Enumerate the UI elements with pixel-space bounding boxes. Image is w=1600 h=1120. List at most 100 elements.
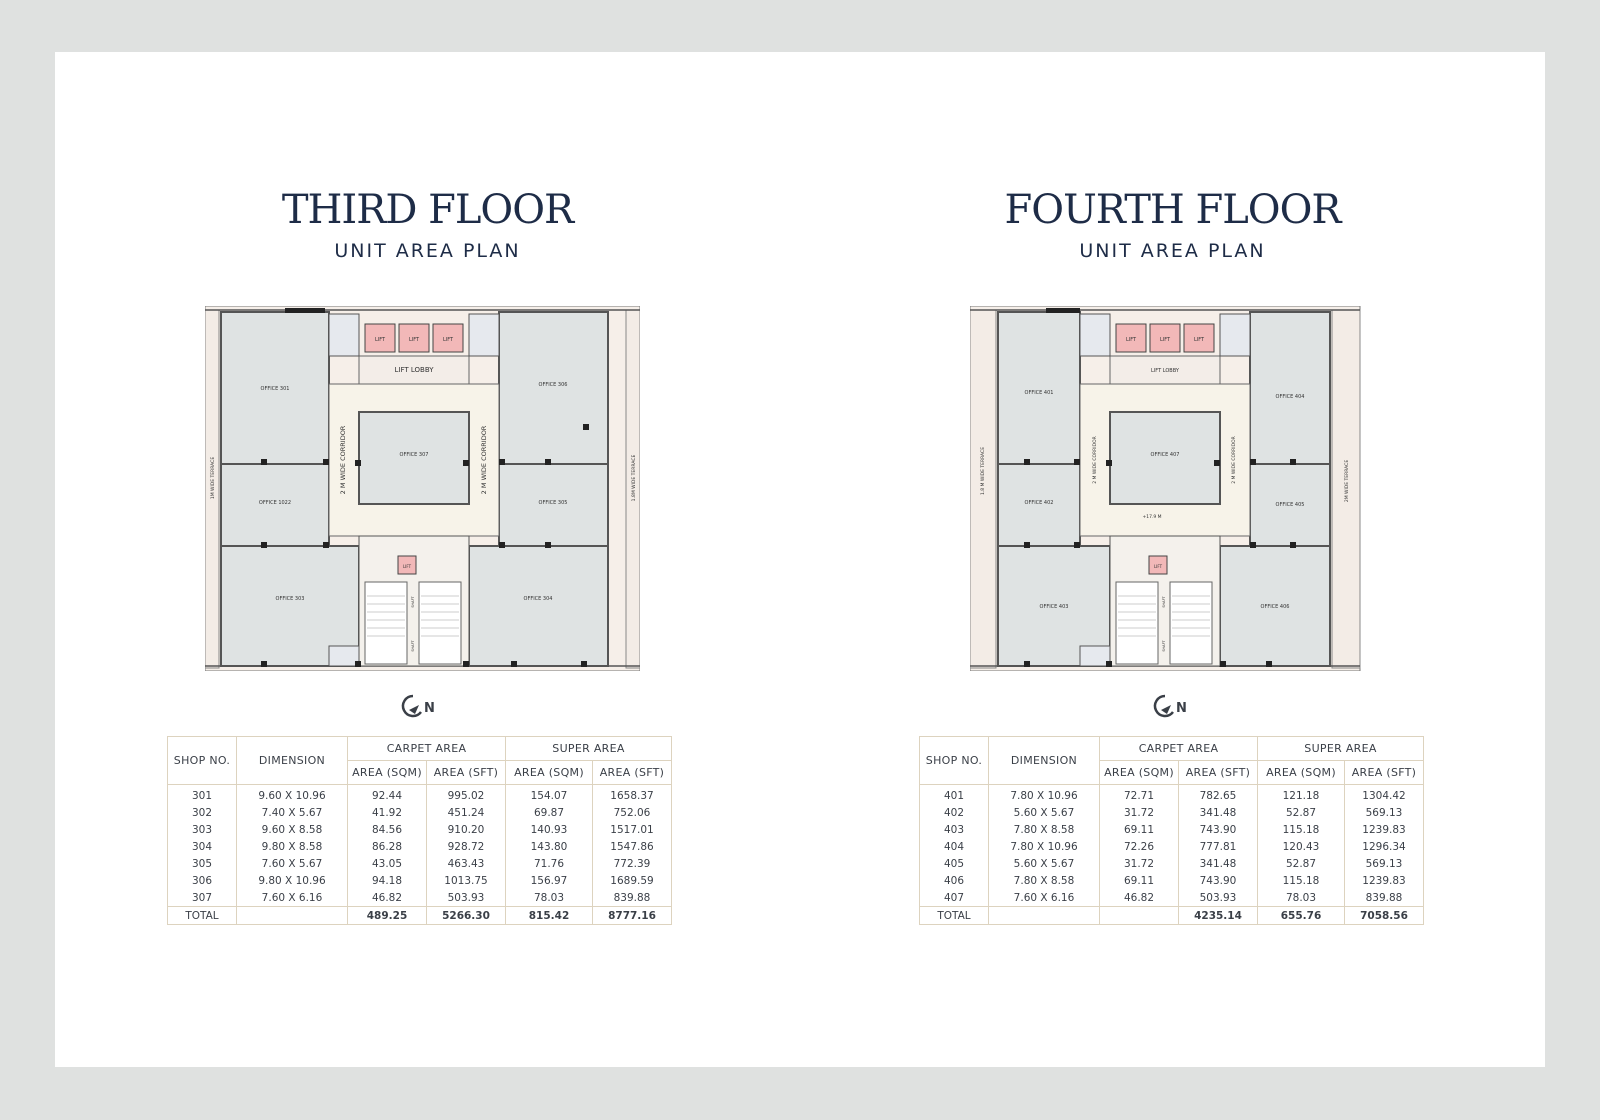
- cell: 303: [167, 821, 237, 838]
- total-label: TOTAL: [919, 906, 989, 925]
- col-super-sft: AREA (SFT): [1344, 760, 1424, 785]
- cell: 115.18: [1257, 821, 1345, 838]
- cell: 92.44: [347, 784, 427, 804]
- lift-label: LIFT: [1154, 564, 1163, 569]
- corridor-label-right: 2 M WIDE CORRIDOR: [1231, 436, 1237, 484]
- col-shop-no: SHOP NO.: [919, 736, 989, 785]
- corridor-label-right: 2 M WIDE CORRIDOR: [480, 425, 488, 494]
- cell: 655.76: [1257, 906, 1345, 925]
- north-label: N: [1176, 701, 1187, 716]
- level-label: +17.9 M: [1142, 514, 1161, 520]
- cell: 402: [919, 804, 989, 821]
- lift-lobby-label: LIFT LOBBY: [1151, 368, 1180, 374]
- lift-lobby: [1109, 355, 1221, 385]
- north-arrow-icon: N: [401, 694, 435, 718]
- cell: 839.88: [1344, 889, 1424, 907]
- lift-2: [398, 323, 430, 353]
- cell: 305: [167, 855, 237, 872]
- cell: 94.18: [347, 872, 427, 889]
- lift-3: [1183, 323, 1215, 353]
- cell: 69.87: [505, 804, 593, 821]
- cell: 121.18: [1257, 784, 1345, 804]
- staircase-left: [1115, 581, 1159, 665]
- office-label-407: OFFICE 407: [1151, 452, 1180, 458]
- cell: 69.11: [1099, 872, 1179, 889]
- cell: [236, 906, 348, 925]
- lift-label: LIFT: [375, 337, 386, 343]
- page-subtitle: UNIT AREA PLAN: [334, 240, 521, 262]
- col-dimension: DIMENSION: [236, 736, 348, 785]
- toilet-top-right: [1219, 313, 1251, 357]
- cell: 5266.30: [426, 906, 506, 925]
- cell: 406: [919, 872, 989, 889]
- north-label: N: [424, 701, 435, 716]
- floor-plan: OFFICE 401 OFFICE 402 OFFICE 403 OFFICE …: [970, 306, 1405, 671]
- cell: 86.28: [347, 838, 427, 855]
- cell: 403: [919, 821, 989, 838]
- cell: 910.20: [426, 821, 506, 838]
- corridor-label-left: 2 M WIDE CORRIDOR: [339, 425, 347, 494]
- office-305-room: [498, 463, 609, 547]
- col-carpet-area: CARPET AREA: [1099, 736, 1258, 761]
- cell: 8777.16: [592, 906, 672, 925]
- cell: 9.60 X 8.58: [236, 821, 348, 838]
- cell: 1304.42: [1344, 784, 1424, 804]
- cell: 78.03: [1257, 889, 1345, 907]
- terrace-label-right: 1.8M WIDE TERRACE: [631, 455, 637, 502]
- lift-label: LIFT: [443, 337, 454, 343]
- cell: 463.43: [426, 855, 506, 872]
- cell: 1547.86: [592, 838, 672, 855]
- staircase-left: [364, 581, 408, 665]
- office-402-room: [997, 463, 1081, 547]
- cell: 7.80 X 8.58: [988, 872, 1100, 889]
- cell: 7.80 X 10.96: [988, 838, 1100, 855]
- cell: 503.93: [426, 889, 506, 907]
- cell: 7.40 X 5.67: [236, 804, 348, 821]
- cell: 4235.14: [1178, 906, 1258, 925]
- cell: 31.72: [1099, 804, 1179, 821]
- toilet-bottom: [1079, 645, 1111, 667]
- office-404-room: [1249, 311, 1331, 465]
- office-label-404: OFFICE 404: [1276, 394, 1305, 400]
- col-carpet-sqm: AREA (SQM): [1099, 760, 1179, 785]
- page-title: THIRD FLOOR: [281, 187, 574, 233]
- office-label-301: OFFICE 301: [261, 386, 290, 392]
- cell: 815.42: [505, 906, 593, 925]
- cell: 9.60 X 10.96: [236, 784, 348, 804]
- cell: 84.56: [347, 821, 427, 838]
- cell: 7058.56: [1344, 906, 1424, 925]
- cell: 782.65: [1178, 784, 1258, 804]
- terrace-label-left: 1M WIDE TERRACE: [210, 457, 216, 499]
- cell: 7.80 X 8.58: [988, 821, 1100, 838]
- cell: 46.82: [1099, 889, 1179, 907]
- cell: 5.60 X 5.67: [988, 804, 1100, 821]
- col-super-area: SUPER AREA: [505, 736, 672, 761]
- cell: 1658.37: [592, 784, 672, 804]
- cell: 1517.01: [592, 821, 672, 838]
- toilet-bottom: [328, 645, 360, 667]
- cell: 140.93: [505, 821, 593, 838]
- cell: 143.80: [505, 838, 593, 855]
- corridor-label-left: 2 M WIDE CORRIDOR: [1092, 436, 1098, 484]
- col-super-sft: AREA (SFT): [592, 760, 672, 785]
- office-307-room: [358, 411, 470, 505]
- office-306-room: [498, 311, 609, 465]
- cell: 839.88: [592, 889, 672, 907]
- north-arrow-icon: N: [1153, 694, 1187, 718]
- office-407-room: [1109, 411, 1221, 505]
- lift-service: [1148, 555, 1168, 575]
- office-label-307: OFFICE 307: [400, 452, 429, 458]
- floor-plan-drawing: OFFICE 301 OFFICE 1022 OFFICE 303 OFFICE…: [205, 306, 640, 671]
- terrace-label-left: 1.8 M WIDE TERRACE: [980, 447, 986, 495]
- cell: 72.71: [1099, 784, 1179, 804]
- cell: 52.87: [1257, 855, 1345, 872]
- lift-1: [1115, 323, 1147, 353]
- toilet-top-left: [328, 313, 360, 357]
